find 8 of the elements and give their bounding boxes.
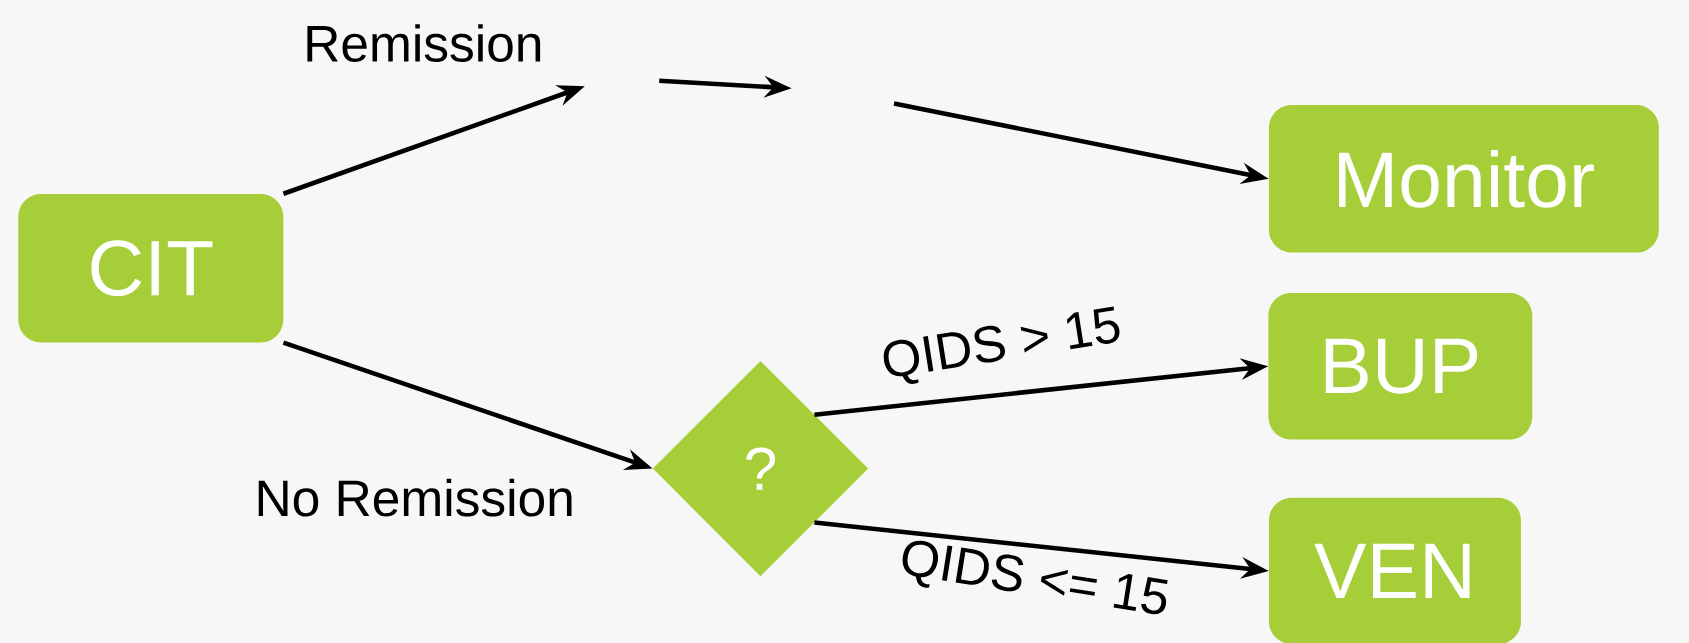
edge-label: QIDS > 15	[883, 306, 1120, 384]
edge-label: QIDS <= 15	[902, 540, 1168, 615]
edge-label: No Remission	[258, 478, 572, 517]
process-box: BUP	[1268, 292, 1533, 440]
process-box: Monitor	[1268, 105, 1659, 253]
process-box: VEN	[1268, 497, 1521, 643]
process-box: CIT	[18, 193, 284, 343]
edge-label: Remission	[307, 24, 541, 62]
